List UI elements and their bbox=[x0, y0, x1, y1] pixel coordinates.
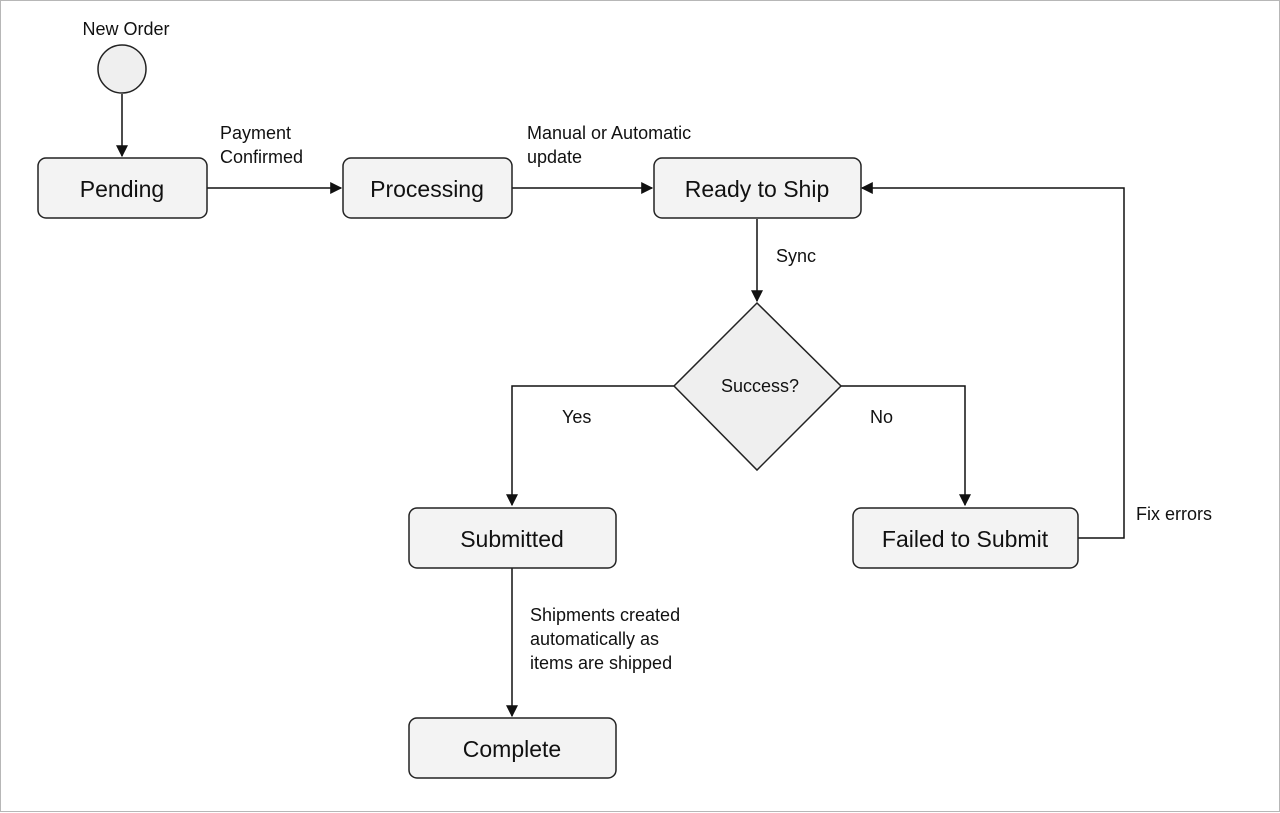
start-label: New Order bbox=[82, 19, 169, 39]
edge-label-shipments-line-2: automatically as bbox=[530, 629, 659, 649]
node-ready-to-ship-label: Ready to Ship bbox=[685, 176, 829, 202]
edge-label-shipments-line-3: items are shipped bbox=[530, 653, 672, 673]
node-pending: Pending bbox=[37, 157, 208, 219]
edge-label-no: No bbox=[870, 407, 893, 427]
edge-label-payment-line: Payment bbox=[220, 123, 291, 143]
edge-label-payment-confirmed: Payment Confirmed bbox=[220, 123, 303, 167]
node-failed-to-submit: Failed to Submit bbox=[852, 507, 1079, 569]
decision-success: Success? bbox=[672, 301, 843, 472]
node-failed-to-submit-label: Failed to Submit bbox=[882, 526, 1049, 552]
node-submitted: Submitted bbox=[408, 507, 617, 569]
edge-label-shipments-line-1: Shipments created bbox=[530, 605, 680, 625]
node-complete: Complete bbox=[408, 717, 617, 779]
edge-label-fix-errors: Fix errors bbox=[1136, 504, 1212, 524]
node-complete-label: Complete bbox=[463, 736, 561, 762]
edge-decision-yes bbox=[506, 385, 674, 507]
edge-label-manual-or-automatic: Manual or Automatic update bbox=[527, 123, 696, 167]
edge-decision-no bbox=[841, 385, 971, 507]
edge-label-confirmed-line: Confirmed bbox=[220, 147, 303, 167]
edge-failed-to-ready bbox=[860, 182, 1125, 539]
node-submitted-label: Submitted bbox=[460, 526, 564, 552]
edge-label-yes: Yes bbox=[562, 407, 591, 427]
edge-label-sync: Sync bbox=[776, 246, 816, 266]
edge-label-manual-line: Manual or Automatic bbox=[527, 123, 691, 143]
start-node bbox=[97, 44, 147, 94]
node-ready-to-ship: Ready to Ship bbox=[653, 157, 862, 219]
node-processing: Processing bbox=[342, 157, 513, 219]
edge-label-shipments-created: Shipments created automatically as items… bbox=[530, 605, 685, 673]
node-processing-label: Processing bbox=[370, 176, 484, 202]
edge-label-update-line: update bbox=[527, 147, 582, 167]
decision-success-label: Success? bbox=[721, 376, 799, 396]
node-pending-label: Pending bbox=[80, 176, 164, 202]
